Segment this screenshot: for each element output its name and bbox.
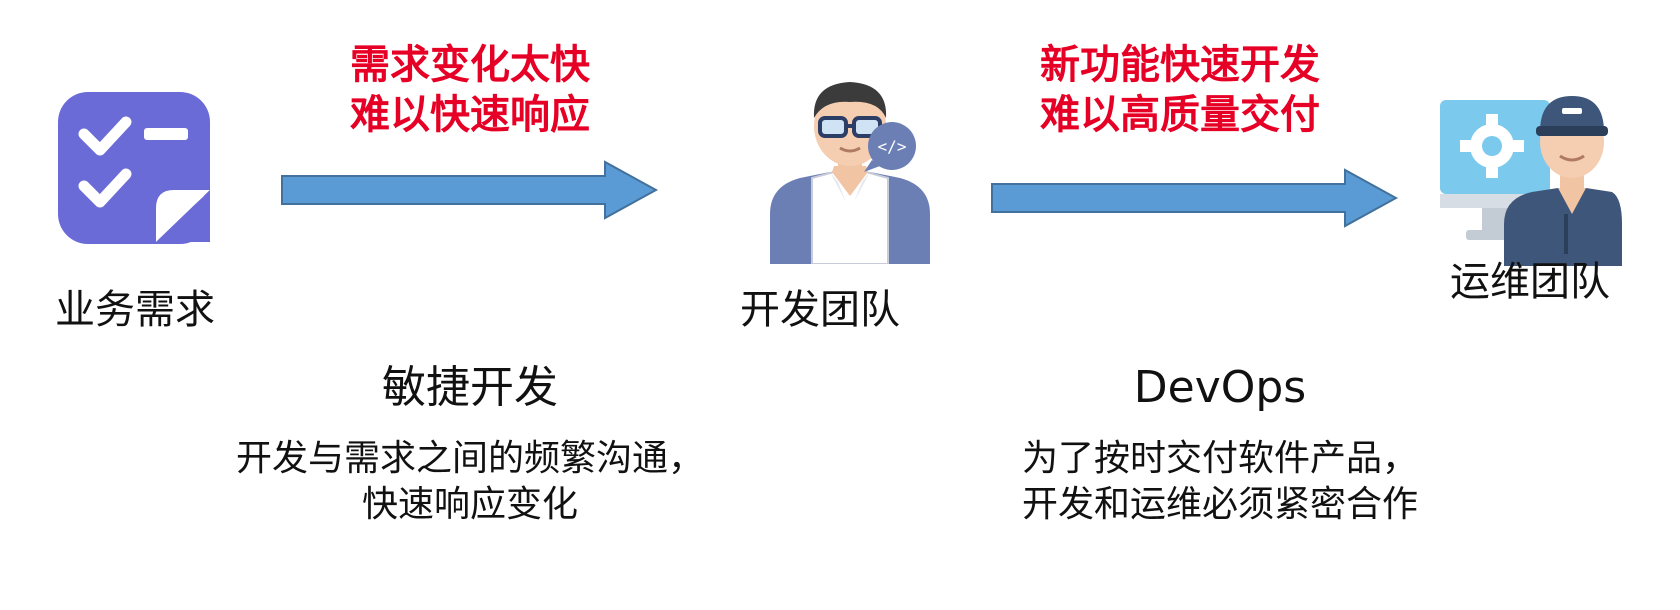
flow2-desc-line-2: 开发和运维必须紧密合作 (1021, 484, 1418, 525)
flow1-desc-line-2: 快速响应变化 (361, 484, 578, 525)
checklist-icon (58, 92, 210, 244)
flow2-method-desc: 为了按时交付软件产品， 开发和运维必须紧密合作 (940, 436, 1500, 528)
svg-text:</>: </> (878, 137, 907, 156)
flow1-desc-line-1: 开发与需求之间的频繁沟通， (235, 438, 704, 479)
flow1-method-desc: 开发与需求之间的频繁沟通， 快速响应变化 (190, 436, 750, 528)
business-node: 业务需求 (40, 90, 230, 334)
flow2-problem: 新功能快速开发 难以高质量交付 (1000, 40, 1360, 140)
business-label: 业务需求 (55, 287, 215, 333)
code-bubble-icon: </> (864, 122, 916, 172)
operator-avatar-icon (1440, 96, 1622, 266)
ops-label: 运维团队 (1450, 259, 1610, 305)
flow2-problem-line-2: 难以高质量交付 (1040, 92, 1320, 138)
flow2-problem-line-1: 新功能快速开发 (1040, 42, 1320, 88)
developer-avatar-icon (770, 82, 930, 264)
flow2-method-title: DevOps (1133, 362, 1307, 413)
flow1-arrow (281, 160, 659, 220)
flow1-method-title: 敏捷开发 (382, 362, 558, 413)
dev-label: 开发团队 (740, 287, 900, 333)
ops-node: 运维团队 (1430, 76, 1630, 306)
flow1-problem-line-1: 需求变化太快 (350, 42, 590, 88)
flow1-problem: 需求变化太快 难以快速响应 (300, 40, 640, 140)
flow2-desc-line-1: 为了按时交付软件产品， (1021, 438, 1418, 479)
flow2-arrow (991, 168, 1399, 228)
gear-icon (1460, 114, 1524, 178)
flow1-problem-line-2: 难以快速响应 (350, 92, 590, 138)
dev-node: </> 开发团队 (720, 74, 930, 334)
